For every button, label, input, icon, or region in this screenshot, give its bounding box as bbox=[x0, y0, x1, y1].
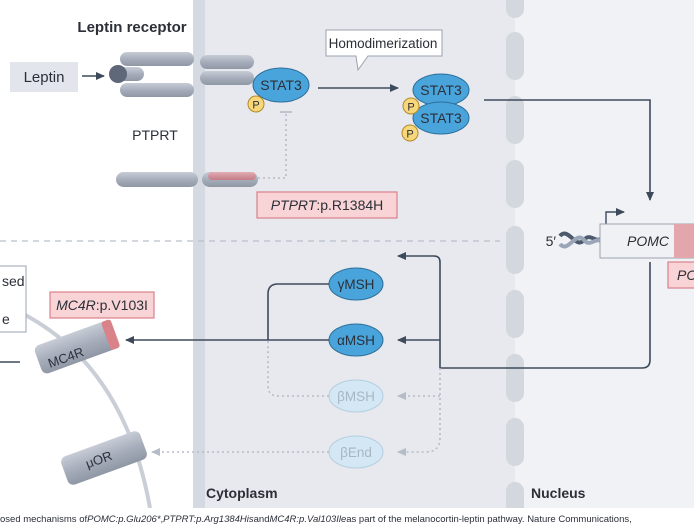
ptprt-variant-label: PTPRT:p.R1384H bbox=[271, 197, 384, 213]
left-clipped-box bbox=[0, 265, 27, 333]
ptprt-variant-change: :p.R1384H bbox=[316, 197, 383, 213]
phospho-label-1: P bbox=[252, 100, 259, 112]
cell-membrane-band bbox=[193, 0, 205, 508]
beta-msh-label: βMSH bbox=[337, 389, 375, 404]
gamma-msh-to-mc4r-line bbox=[267, 283, 329, 340]
beta-end-label: βEnd bbox=[340, 445, 372, 460]
pomc-variant-region bbox=[674, 224, 694, 258]
phospho-label-2: P bbox=[407, 102, 414, 114]
left-fragment-2: e bbox=[2, 311, 10, 327]
stat3-dimer-bottom bbox=[412, 101, 470, 135]
mc4r-receptor bbox=[34, 319, 120, 374]
transcription-start-arrow bbox=[605, 208, 625, 226]
pomc-variant-box bbox=[667, 261, 694, 289]
stat3-receptor-bound bbox=[252, 67, 310, 103]
ptprt-variant-highlight bbox=[208, 172, 256, 180]
ptprt-variant-box bbox=[256, 191, 398, 219]
nuclear-envelope bbox=[506, 0, 524, 516]
phospho-marker-3 bbox=[401, 124, 419, 142]
phospho-label-3: P bbox=[406, 129, 413, 141]
caption-sep1: , bbox=[160, 514, 164, 525]
pomc-gene-label: POMC bbox=[627, 233, 670, 249]
stat3-label-1: STAT3 bbox=[260, 77, 302, 93]
stat3-label-2: STAT3 bbox=[420, 82, 462, 98]
dna-helix bbox=[558, 231, 604, 249]
mc4r-variant-change: :p.V103I bbox=[96, 297, 148, 313]
homodimerization-callout: Homodimerization bbox=[325, 29, 443, 72]
caption-part2: as part of the melanocortin-leptin pathw… bbox=[346, 514, 632, 525]
gamma-msh-label: γMSH bbox=[338, 277, 375, 292]
cytoplasm-label: Cytoplasm bbox=[206, 485, 278, 501]
mu-opioid-receptor bbox=[61, 431, 147, 485]
caption-pomc-variant: POMC:p.Glu206* bbox=[87, 514, 161, 525]
caption-part1: osed mechanisms of bbox=[0, 514, 88, 525]
ptprt-membrane-part bbox=[116, 172, 198, 187]
beta-msh-to-mc4r-line bbox=[267, 340, 329, 397]
ptprt-inhibition-line bbox=[258, 112, 287, 179]
dimer-to-pomc-arrow bbox=[484, 99, 654, 201]
nucleus-label: Nucleus bbox=[531, 485, 586, 501]
phospho-marker-2 bbox=[402, 97, 420, 115]
figure-caption: osed mechanisms of POMC:p.Glu206*, PTPRT… bbox=[0, 508, 694, 532]
mc4r-variant-label: MC4R:p.V103I bbox=[56, 297, 148, 313]
caption-ptprt-variant: PTPRT:p.Arg1384His bbox=[163, 514, 254, 525]
caption-sep2: and bbox=[253, 514, 270, 525]
pomc-to-beta-end-arrow bbox=[397, 368, 441, 456]
alpha-msh-label: αMSH bbox=[337, 333, 375, 348]
phospho-marker-1 bbox=[247, 95, 265, 113]
leptin-receptor-label: Leptin receptor bbox=[77, 19, 186, 36]
mc4r-variant-gene: MC4R bbox=[56, 297, 96, 313]
pomc-variant-partial-label: PC bbox=[677, 267, 694, 283]
five-prime-label: 5′ bbox=[546, 233, 557, 249]
left-fragment-1: sed bbox=[2, 273, 25, 289]
leptin-receptor bbox=[109, 52, 254, 97]
mc4r-variant-box bbox=[49, 291, 155, 319]
ptprt-variant-gene: PTPRT bbox=[271, 197, 318, 213]
homodimerization-label: Homodimerization bbox=[329, 36, 438, 51]
ptprt-label: PTPRT bbox=[132, 127, 178, 143]
caption-mc4r-variant: MC4R:p.Val103Ile bbox=[269, 514, 347, 525]
leptin-box bbox=[10, 62, 78, 92]
stat3-label-3: STAT3 bbox=[420, 110, 462, 126]
leptin-label: Leptin bbox=[24, 69, 65, 86]
